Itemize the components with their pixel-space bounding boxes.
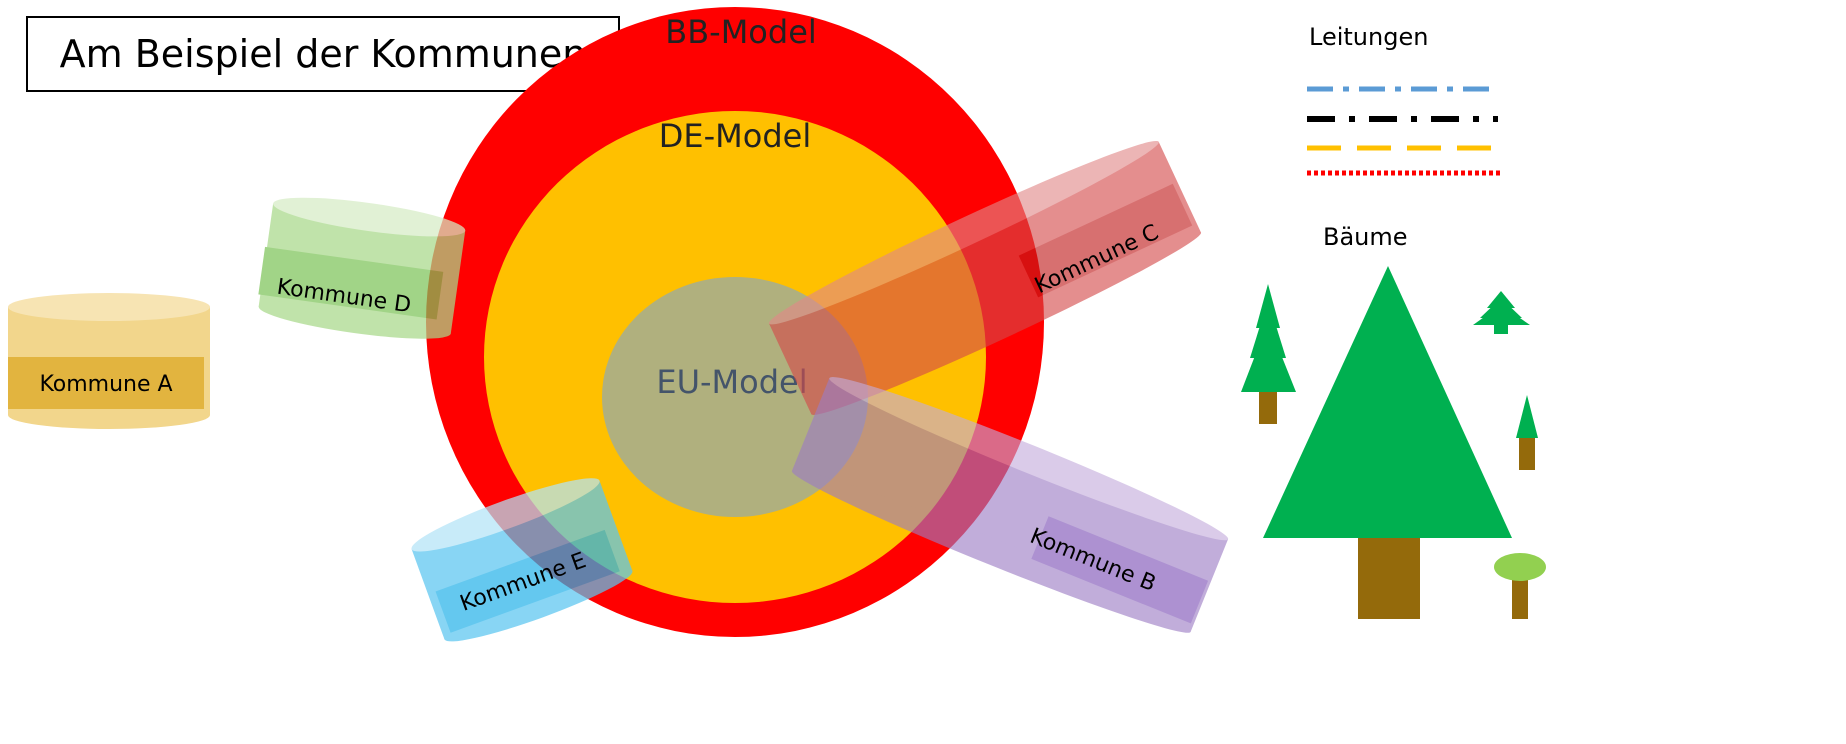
- bb-model-label: BB-Model: [665, 13, 817, 51]
- round-tree-icon: [1494, 553, 1546, 619]
- title-box: Am Beispiel der Kommunen: [26, 16, 620, 92]
- big-tree-icon: [1263, 266, 1512, 619]
- kommune-d-cylinder: [258, 197, 466, 339]
- de-model-label: DE-Model: [659, 117, 811, 155]
- kommune-b-cylinder: [791, 377, 1229, 633]
- kommune-a-cylinder: Kommune A: [8, 293, 210, 429]
- kommune-a-label: Kommune A: [39, 372, 172, 397]
- tiny-tree-icon: [1473, 291, 1530, 334]
- leitungen-label: Leitungen: [1309, 23, 1428, 51]
- title-text: Am Beispiel der Kommunen: [59, 32, 587, 76]
- baeume-label: Bäume: [1323, 223, 1408, 251]
- kommune-e-cylinder: [411, 478, 633, 642]
- kommune-c-cylinder: [768, 140, 1202, 415]
- eu-model-label: EU-Model: [656, 363, 807, 401]
- thin-tree-icon: [1516, 395, 1538, 470]
- small-tree-icon: [1241, 284, 1296, 424]
